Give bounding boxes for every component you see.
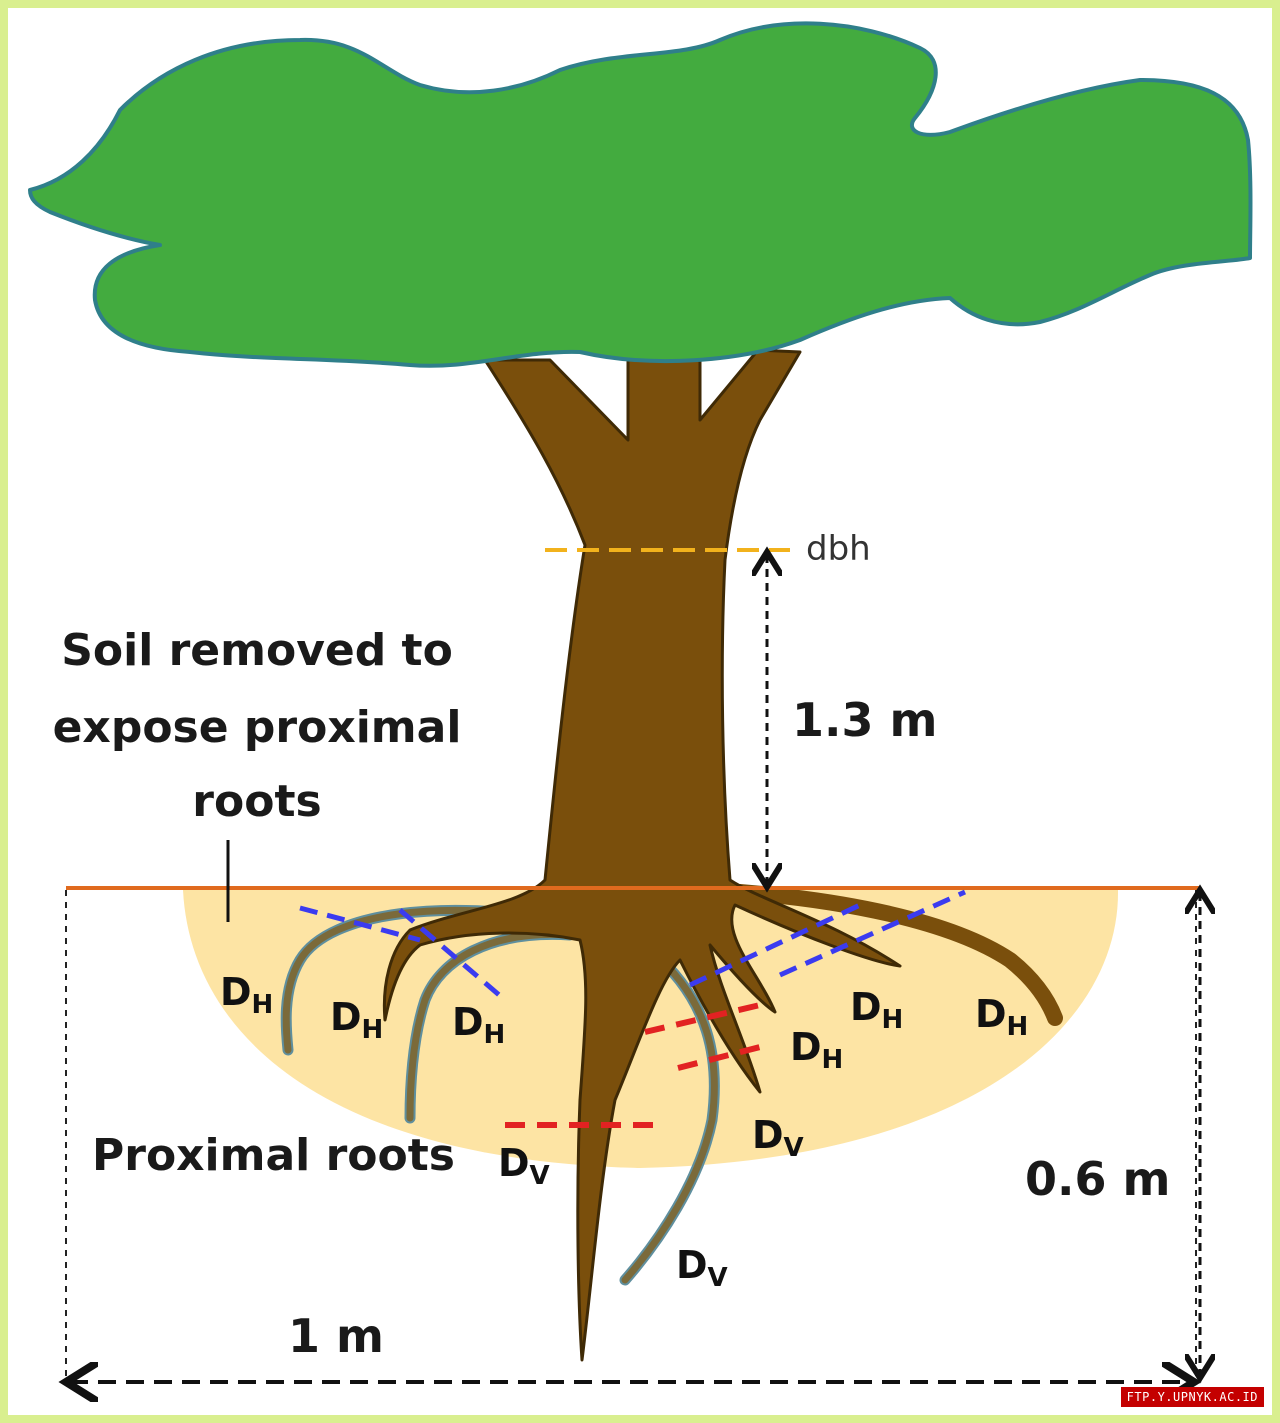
soil-removed-line-2: expose proximal [53, 702, 462, 753]
horizontal-cut-lines [299, 889, 967, 1002]
soil-removed-line-1: Soil removed to [61, 625, 453, 676]
dh-label: DH [790, 1025, 843, 1075]
soil-removed-line-3: roots [192, 776, 321, 827]
depth-label: 0.6 m [1025, 1152, 1170, 1206]
dv-label: DV [752, 1113, 804, 1163]
dh-label: DH [220, 970, 273, 1020]
width-label: 1 m [288, 1309, 384, 1363]
dbh-label: dbh [806, 529, 871, 569]
watermark-badge: FTP.Y.UPNYK.AC.ID [1120, 1387, 1264, 1407]
dv-labels: DV DV DV [498, 1113, 804, 1293]
dh-labels: DH DH DH DH DH DH [220, 970, 1028, 1075]
dh-label: DH [452, 1000, 505, 1050]
height-label: 1.3 m [792, 693, 937, 747]
dh-label: DH [975, 992, 1028, 1042]
proximal-roots [280, 884, 1063, 1286]
proximal-roots-label: Proximal roots [92, 1130, 455, 1181]
dv-label: DV [676, 1243, 728, 1293]
dh-label: DH [330, 995, 383, 1045]
dh-label: DH [850, 985, 903, 1035]
vertical-cut-lines [505, 1002, 769, 1128]
dv-label: DV [498, 1141, 550, 1191]
canopy [28, 21, 1253, 368]
trunk [382, 348, 902, 1362]
